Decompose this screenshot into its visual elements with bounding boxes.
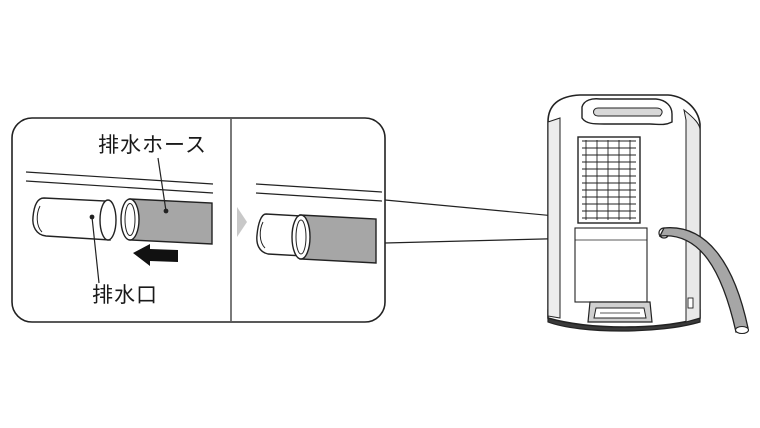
attached-hose	[291, 214, 377, 264]
dehumidifier-device	[547, 94, 750, 335]
outlet-leader-line	[91, 216, 100, 284]
water-tank	[587, 301, 653, 323]
drain-hose-label: 排水ホース	[98, 133, 207, 157]
hose-leader-line	[157, 157, 167, 212]
closeup-panel	[11, 117, 386, 323]
arrow-left-icon	[133, 244, 178, 266]
hanging-hose	[658, 227, 750, 335]
drain-outlet-pipe	[32, 197, 117, 241]
drain-outlet-label: 排水口	[92, 283, 158, 307]
drain-hose	[120, 198, 213, 245]
triangle-right-icon	[237, 207, 247, 237]
air-grille	[577, 136, 641, 224]
after-attach-view	[255, 183, 383, 264]
before-attach-view	[25, 157, 214, 284]
